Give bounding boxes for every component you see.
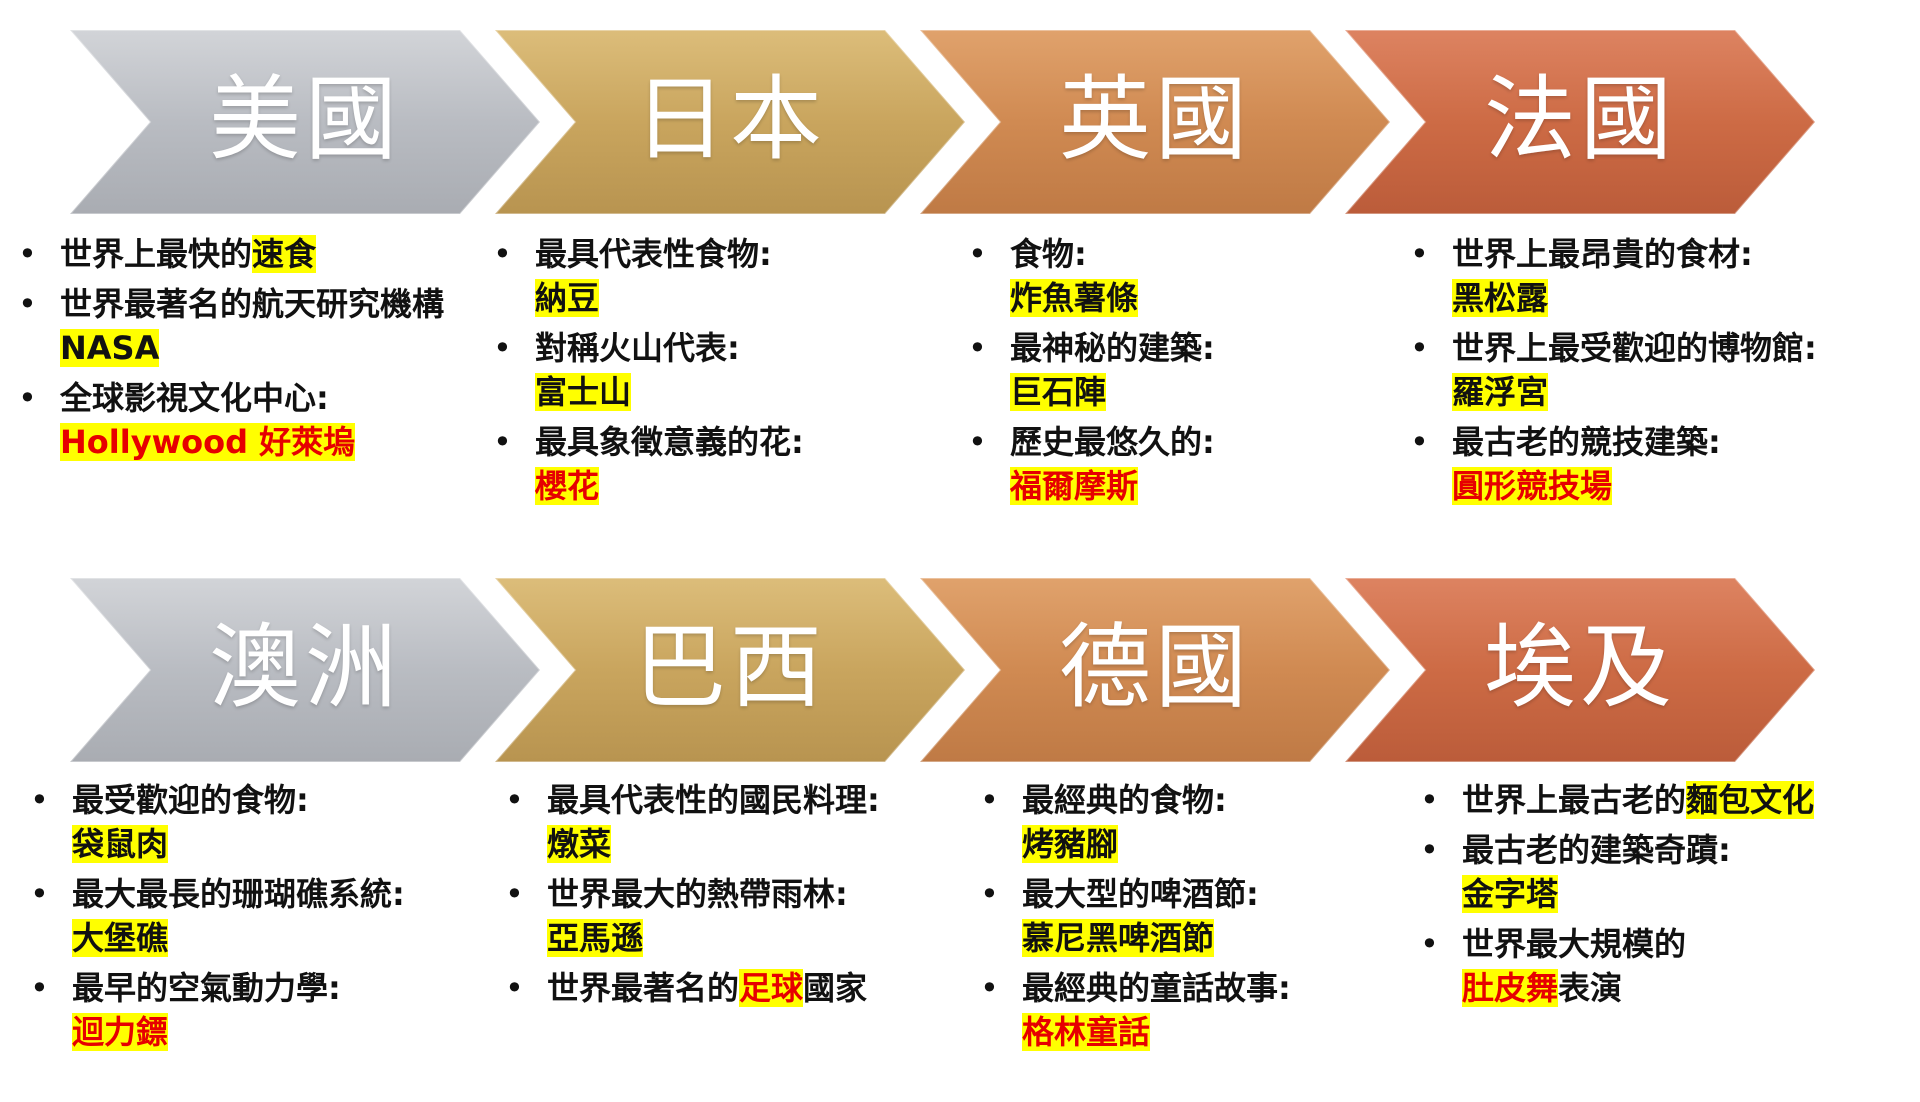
highlighted-keyword: 速食 bbox=[252, 235, 317, 273]
fact-item: 最經典的童話故事: 格林童話 bbox=[980, 966, 1291, 1054]
country-title: 埃及 bbox=[1483, 614, 1676, 721]
fact-text: 世界最著名的 bbox=[547, 969, 740, 1007]
highlighted-keyword: 富士山 bbox=[535, 373, 632, 411]
fact-item: 世界最著名的航天研究機構 NASA bbox=[18, 282, 444, 370]
highlighted-keyword: NASA bbox=[60, 329, 160, 367]
fact-item: 最神秘的建築: 巨石陣 bbox=[968, 326, 1215, 414]
fact-text: 全球影視文化中心: bbox=[60, 379, 329, 417]
fact-text: 最大最長的珊瑚礁系統: bbox=[72, 875, 405, 913]
fact-text: 世界上最昂貴的食材: bbox=[1452, 235, 1753, 273]
fact-item: 世界上最古老的麵包文化 bbox=[1420, 778, 1815, 822]
country-facts-list: 世界上最昂貴的食材: 黑松露世界上最受歡迎的博物館: 羅浮宮最古老的競技建築: 圓形競… bbox=[1410, 232, 1817, 514]
fact-text: 最古老的競技建築: bbox=[1452, 423, 1721, 461]
fact-text: 最具代表性食物: bbox=[535, 235, 772, 273]
fact-text: 世界最著名的航天研究機構 bbox=[60, 285, 445, 323]
fact-text: 最大型的啤酒節: bbox=[1022, 875, 1259, 913]
highlighted-keyword: 麵包文化 bbox=[1686, 781, 1815, 819]
fact-item: 世界上最受歡迎的博物館: 羅浮宮 bbox=[1410, 326, 1817, 414]
highlighted-keyword: 迴力鏢 bbox=[72, 1013, 169, 1051]
highlighted-keyword: Hollywood 好萊塢 bbox=[60, 423, 356, 461]
highlighted-keyword: 足球 bbox=[739, 969, 804, 1007]
fact-text: 對稱火山代表: bbox=[535, 329, 740, 367]
fact-item: 最古老的建築奇蹟: 金字塔 bbox=[1420, 828, 1814, 916]
fact-item: 最具象徵意義的花: 櫻花 bbox=[493, 420, 804, 508]
fact-text: 最經典的食物: bbox=[1022, 781, 1227, 819]
highlighted-keyword: 亞馬遜 bbox=[547, 919, 644, 957]
highlighted-keyword: 炸魚薯條 bbox=[1010, 279, 1139, 317]
highlighted-keyword: 袋鼠肉 bbox=[72, 825, 169, 863]
country-title: 澳洲 bbox=[208, 614, 401, 721]
fact-item: 最具代表性食物: 納豆 bbox=[493, 232, 804, 320]
fact-text: 最神秘的建築: bbox=[1010, 329, 1215, 367]
fact-text: 食物: bbox=[1010, 235, 1087, 273]
country-facts-list: 食物: 炸魚薯條最神秘的建築: 巨石陣歷史最悠久的: 福爾摩斯 bbox=[968, 232, 1215, 514]
country-facts-list: 世界上最快的速食世界最著名的航天研究機構 NASA 全球影視文化中心: Hollywo… bbox=[18, 232, 444, 470]
fact-text: 最具象徵意義的花: bbox=[535, 423, 804, 461]
fact-text: 世界最大規模的 bbox=[1462, 925, 1687, 963]
fact-item: 世界上最快的速食 bbox=[18, 232, 444, 276]
fact-item: 最受歡迎的食物: 袋鼠肉 bbox=[30, 778, 405, 866]
fact-item: 歷史最悠久的: 福爾摩斯 bbox=[968, 420, 1215, 508]
country-title: 法國 bbox=[1483, 66, 1676, 173]
highlighted-keyword: 納豆 bbox=[535, 279, 600, 317]
highlighted-keyword: 巨石陣 bbox=[1010, 373, 1107, 411]
country-title: 英國 bbox=[1058, 66, 1251, 173]
fact-item: 最早的空氣動力學: 迴力鏢 bbox=[30, 966, 405, 1054]
country-facts-list: 最受歡迎的食物: 袋鼠肉最大最長的珊瑚礁系統: 大堡礁最早的空氣動力學: 迴力鏢 bbox=[30, 778, 405, 1060]
fact-item: 世界上最昂貴的食材: 黑松露 bbox=[1410, 232, 1817, 320]
highlighted-keyword: 格林童話 bbox=[1022, 1013, 1151, 1051]
country-title: 巴西 bbox=[633, 614, 826, 721]
fact-text: 國家 bbox=[803, 969, 868, 1007]
country-facts-list: 最具代表性的國民料理: 燉菜世界最大的熱帶雨林: 亞馬遜世界最著名的足球國家 bbox=[505, 778, 880, 1016]
fact-text: 最經典的童話故事: bbox=[1022, 969, 1291, 1007]
highlighted-keyword: 櫻花 bbox=[535, 467, 600, 505]
highlighted-keyword: 烤豬腳 bbox=[1022, 825, 1119, 863]
country-title: 美國 bbox=[208, 66, 401, 173]
highlighted-keyword: 黑松露 bbox=[1452, 279, 1549, 317]
fact-text: 最受歡迎的食物: bbox=[72, 781, 309, 819]
fact-item: 最具代表性的國民料理: 燉菜 bbox=[505, 778, 880, 866]
fact-item: 最大最長的珊瑚礁系統: 大堡礁 bbox=[30, 872, 405, 960]
fact-item: 最大型的啤酒節: 慕尼黑啤酒節 bbox=[980, 872, 1291, 960]
fact-item: 對稱火山代表: 富士山 bbox=[493, 326, 804, 414]
highlighted-keyword: 圓形競技場 bbox=[1452, 467, 1613, 505]
fact-text: 世界上最古老的 bbox=[1462, 781, 1687, 819]
fact-text: 最古老的建築奇蹟: bbox=[1462, 831, 1731, 869]
fact-item: 最經典的食物: 烤豬腳 bbox=[980, 778, 1291, 866]
highlighted-keyword: 燉菜 bbox=[547, 825, 612, 863]
fact-text: 世界上最快的 bbox=[60, 235, 253, 273]
fact-item: 世界最大的熱帶雨林: 亞馬遜 bbox=[505, 872, 880, 960]
highlighted-keyword: 福爾摩斯 bbox=[1010, 467, 1139, 505]
country-facts-list: 最具代表性食物: 納豆對稱火山代表: 富士山最具象徵意義的花: 櫻花 bbox=[493, 232, 804, 514]
fact-item: 最古老的競技建築: 圓形競技場 bbox=[1410, 420, 1817, 508]
fact-item: 全球影視文化中心: Hollywood 好萊塢 bbox=[18, 376, 444, 464]
highlighted-keyword: 羅浮宮 bbox=[1452, 373, 1549, 411]
highlighted-keyword: 肚皮舞 bbox=[1462, 969, 1559, 1007]
country-title: 日本 bbox=[633, 66, 826, 173]
fact-item: 食物: 炸魚薯條 bbox=[968, 232, 1215, 320]
highlighted-keyword: 慕尼黑啤酒節 bbox=[1022, 919, 1215, 957]
fact-text: 世界最大的熱帶雨林: bbox=[547, 875, 848, 913]
country-facts-list: 最經典的食物: 烤豬腳最大型的啤酒節: 慕尼黑啤酒節最經典的童話故事: 格林童話 bbox=[980, 778, 1291, 1060]
fact-text: 表演 bbox=[1558, 969, 1623, 1007]
fact-text: 最早的空氣動力學: bbox=[72, 969, 341, 1007]
country-facts-list: 世界上最古老的麵包文化最古老的建築奇蹟: 金字塔世界最大規模的肚皮舞表演 bbox=[1420, 778, 1815, 1016]
country-title: 德國 bbox=[1058, 614, 1251, 721]
highlighted-keyword: 大堡礁 bbox=[72, 919, 169, 957]
fact-text: 最具代表性的國民料理: bbox=[547, 781, 880, 819]
highlighted-keyword: 金字塔 bbox=[1462, 875, 1559, 913]
fact-text: 世界上最受歡迎的博物館: bbox=[1452, 329, 1817, 367]
fact-item: 世界最著名的足球國家 bbox=[505, 966, 880, 1010]
fact-text: 歷史最悠久的: bbox=[1010, 423, 1215, 461]
